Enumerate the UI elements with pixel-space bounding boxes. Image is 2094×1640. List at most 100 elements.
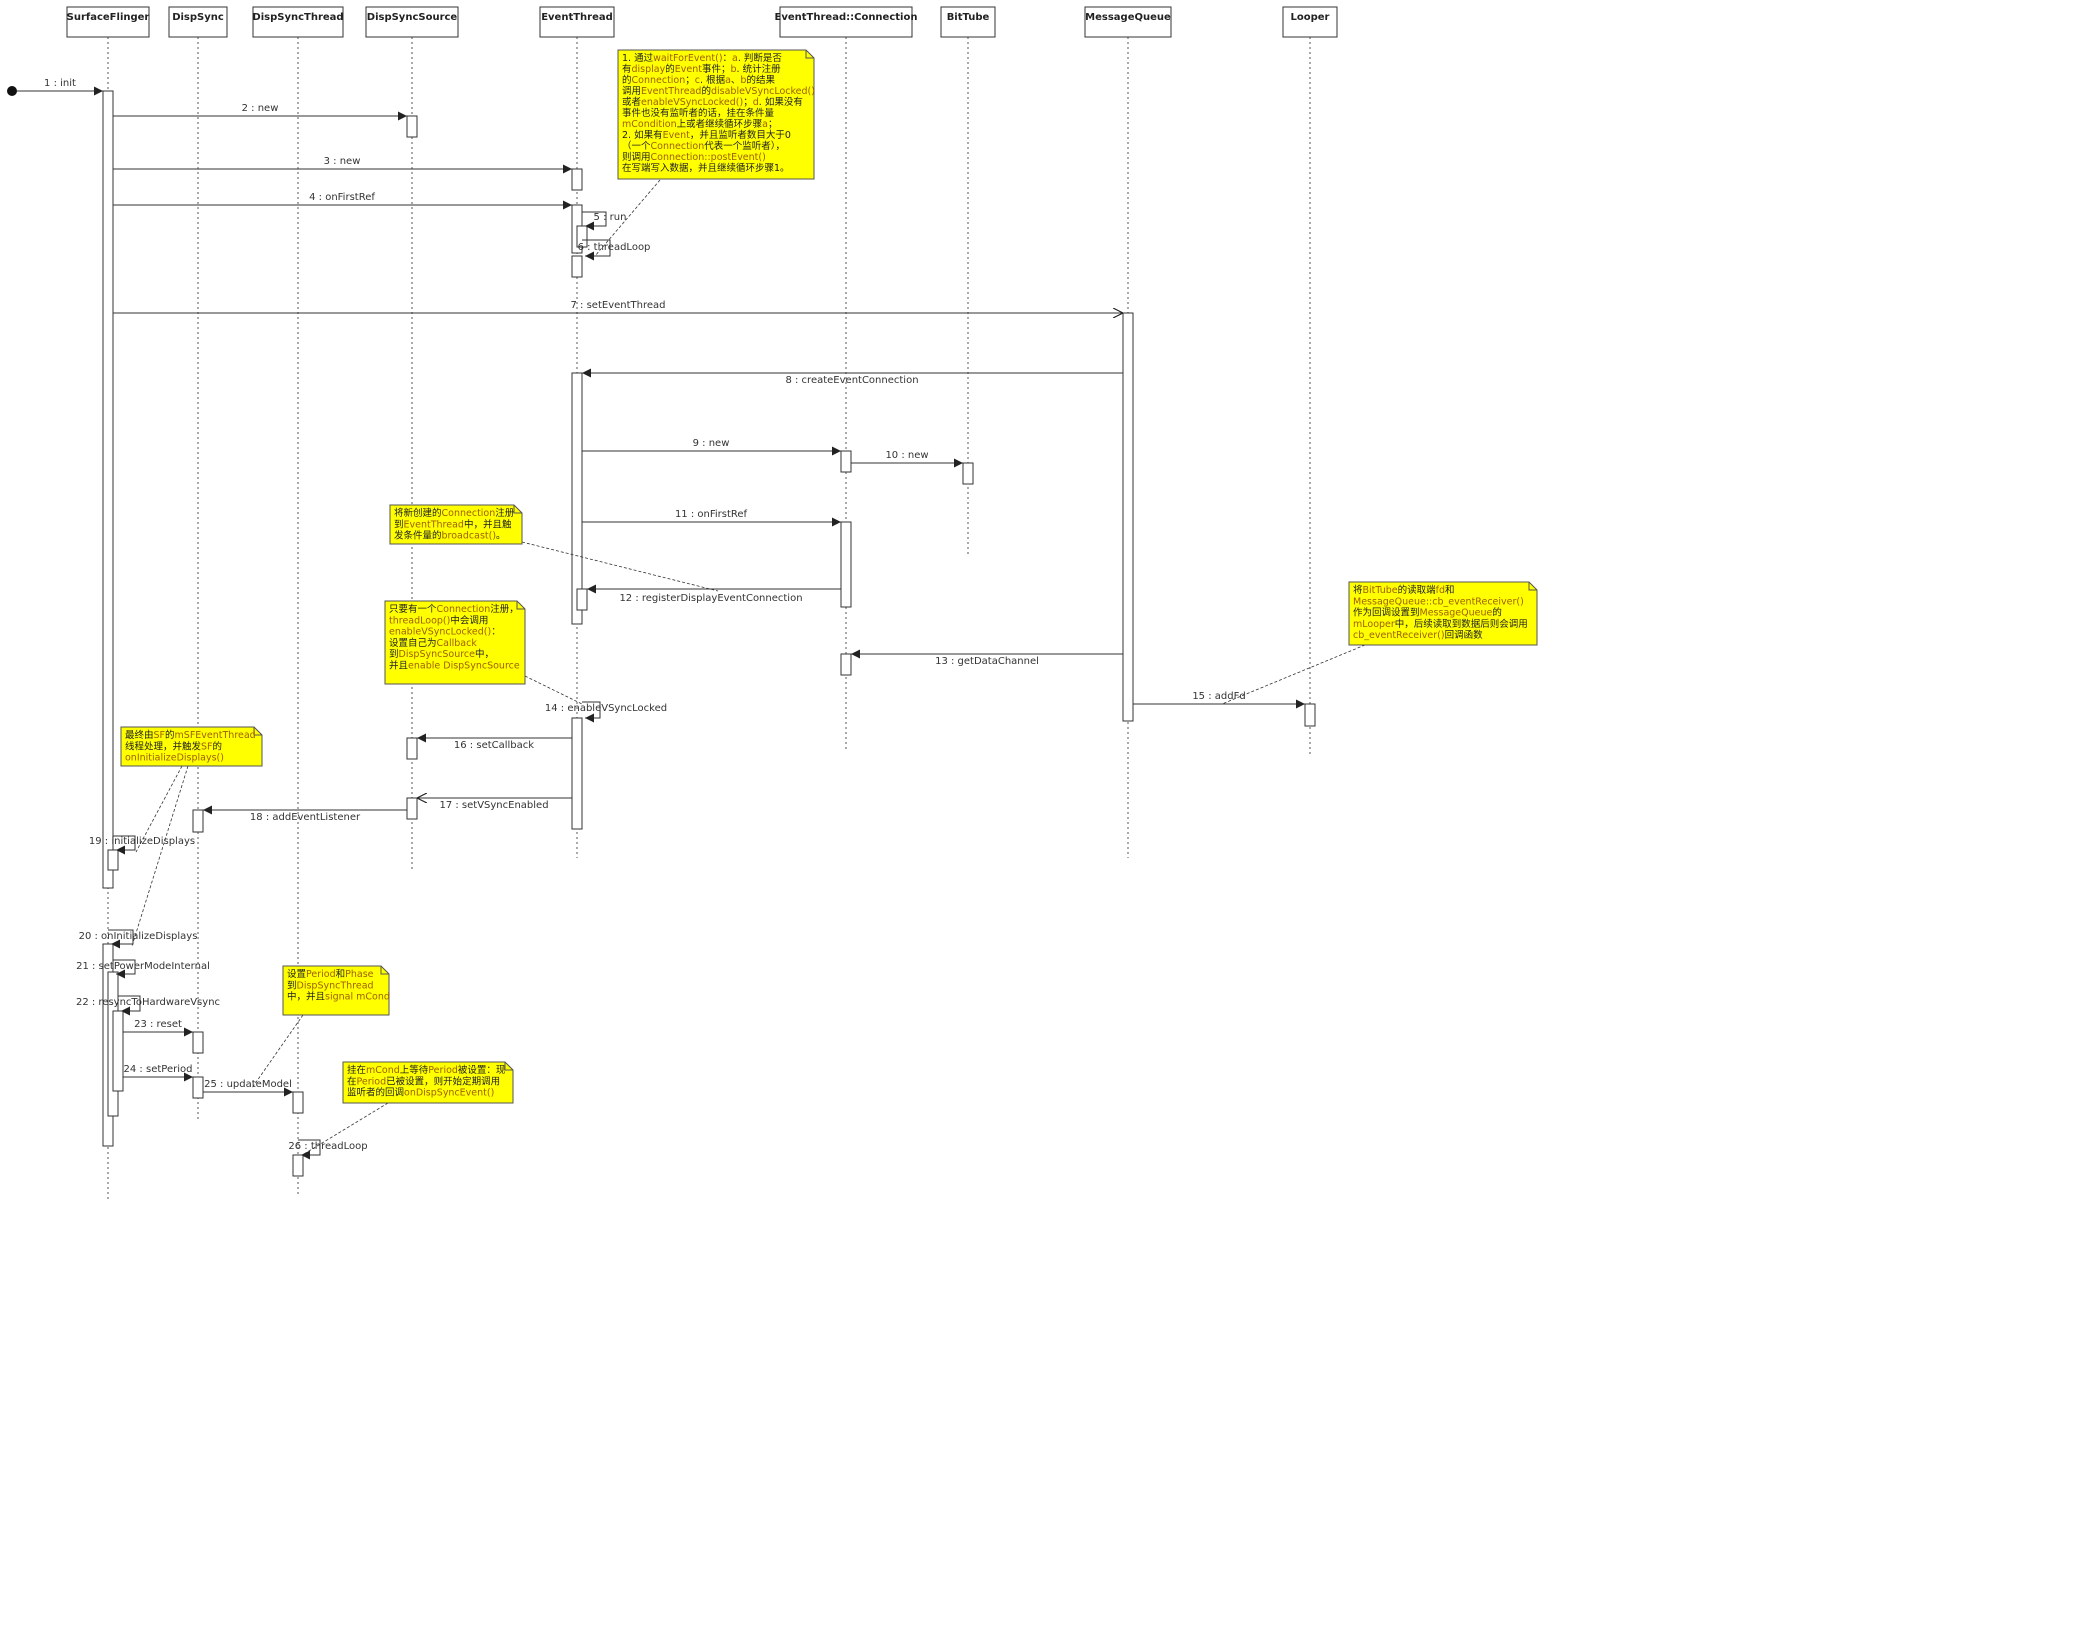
activation-bar <box>840 450 852 473</box>
note-box <box>342 1061 514 1104</box>
message-label-21: 21 : setPowerModeInternal <box>76 961 210 972</box>
note-fold <box>253 727 262 736</box>
note-line: 事件也没有监听者的话，挂在条件量 <box>622 107 775 119</box>
message-label-7: 7 : setEventThread <box>571 300 666 311</box>
message-arrow-5 <box>582 211 607 231</box>
note-fold <box>504 1062 513 1071</box>
activation-bar <box>406 115 418 138</box>
note-box <box>384 600 526 685</box>
activation-bar <box>571 168 583 191</box>
note-line: 的Connection；c. 根据a、b的结果 <box>622 74 775 86</box>
activation-bar <box>192 809 204 833</box>
note-box <box>120 726 263 767</box>
message-arrow-19 <box>113 835 136 855</box>
note-anchor-line <box>303 1102 389 1155</box>
initial-message-dot <box>7 86 17 96</box>
lifeline-header-dst <box>252 6 344 38</box>
activation-bar <box>576 588 588 611</box>
message-label-19: 19 : initializeDisplays <box>89 836 195 847</box>
message-label-20: 20 : onInitializeDisplays <box>79 931 198 942</box>
note-line: 到DispSyncThread <box>287 979 374 991</box>
note-line: enableVSyncLocked()： <box>389 627 501 638</box>
message-label-3: 3 : new <box>324 156 361 167</box>
note-box <box>389 504 523 545</box>
message-arrow-6 <box>582 239 611 261</box>
message-label-17: 17 : setVSyncEnabled <box>439 800 548 811</box>
lifeline-title-etc: EventThread::Connection <box>775 12 918 23</box>
message-label-4: 4 : onFirstRef <box>309 192 375 203</box>
note-fold <box>380 966 389 975</box>
note-line: 则调用Connection::postEvent() <box>622 151 766 163</box>
message-label-25: 25 : updateModel <box>204 1079 292 1090</box>
activation-bar <box>292 1091 304 1114</box>
message-arrow-14 <box>582 701 601 723</box>
message-label-14: 14 : enableVSyncLocked <box>545 703 667 714</box>
note-line: mCondition上或者继续循环步骤a； <box>622 118 777 130</box>
lifeline-title-dst: DispSyncThread <box>252 12 343 23</box>
lifeline-title-sf: SurfaceFlinger <box>67 12 150 23</box>
activation-bar <box>292 1154 304 1177</box>
note-line: 发条件量的broadcast()。 <box>394 530 506 542</box>
activation-bar <box>840 521 852 608</box>
note-anchor-line <box>251 1014 304 1089</box>
message-label-15: 15 : addFd <box>1192 691 1245 702</box>
lifeline-title-et: EventThread <box>541 12 613 23</box>
message-label-24: 24 : setPeriod <box>124 1064 193 1075</box>
note-fold <box>805 50 814 59</box>
lifeline-header-dss <box>365 6 459 38</box>
note-anchor-line <box>131 765 189 947</box>
lifeline-title-ds: DispSync <box>172 12 224 23</box>
lifeline-header-et <box>539 6 615 38</box>
message-label-26: 26 : threadLoop <box>288 1141 367 1152</box>
message-label-5: 5 : run <box>594 212 627 223</box>
note-line: 到DispSyncSource中， <box>389 648 494 660</box>
message-label-11: 11 : onFirstRef <box>675 509 748 520</box>
activation-bar <box>1122 312 1134 722</box>
note-fold <box>513 505 522 514</box>
note-addfd: 将BitTube的读取端fd和MessageQueue::cb_eventRec… <box>1348 581 1538 646</box>
note-line: 有display的Event事件；b. 统计注册 <box>622 63 781 75</box>
note-line: 在Period已被设置，则开始定期调用 <box>347 1075 500 1087</box>
note-line: 调用EventThread的disableVSyncLocked() <box>622 85 815 97</box>
activation-bar <box>571 717 583 830</box>
note-line: 中，并且signal mCond <box>287 991 390 1003</box>
note-line: MessageQueue::cb_eventReceiver() <box>1353 596 1524 607</box>
activation-bar <box>576 225 588 248</box>
note-box <box>1348 581 1538 646</box>
message-label-18: 18 : addEventListener <box>250 812 361 823</box>
note-anchor-line <box>135 765 183 853</box>
message-arrow-26 <box>298 1139 321 1160</box>
note-line: 1. 通过waitForEvent()：a. 判断是否 <box>622 52 782 64</box>
note-line: 2. 如果有Event，并且监听者数目大于0 <box>622 129 791 141</box>
message-arrow-20 <box>108 929 134 949</box>
note-box <box>617 49 815 180</box>
message-label-16: 16 : setCallback <box>454 740 534 751</box>
note-anchor-line <box>594 179 661 257</box>
note-line: 只要有一个Connection注册， <box>389 603 519 615</box>
note-line: 挂在mCond上等待Period被设置：现 <box>347 1064 506 1076</box>
message-arrow-22 <box>118 995 141 1016</box>
lifeline-header-ds <box>168 6 228 38</box>
activation-bar <box>571 372 583 625</box>
lifeline-title-lp: Looper <box>1291 12 1330 23</box>
lifeline-header-mq <box>1084 6 1172 38</box>
note-dst-loop: 挂在mCond上等待Period被设置：现在Period已被设置，则开始定期调用… <box>342 1061 514 1104</box>
note-line: 将BitTube的读取端fd和 <box>1353 584 1455 596</box>
activation-bar <box>962 462 974 485</box>
note-fold <box>1528 582 1537 591</box>
message-label-2: 2 : new <box>242 103 279 114</box>
note-line: threadLoop()中会调用 <box>389 614 488 626</box>
activation-bar <box>112 1010 124 1092</box>
lifeline-title-dss: DispSyncSource <box>367 12 458 23</box>
note-fold <box>516 601 525 610</box>
message-label-6: 6 : threadLoop <box>578 242 651 253</box>
note-line: 到EventThread中，并且触 <box>394 518 512 530</box>
note-anchor-line <box>524 675 583 705</box>
note-line: 监听者的回调onDispSyncEvent() <box>347 1087 494 1099</box>
note-line: mLooper中，后续读取到数据后则会调用 <box>1353 618 1528 630</box>
activation-bar <box>192 1076 204 1099</box>
note-line: 并且enable DispSyncSource <box>389 660 520 672</box>
note-line: 或者enableVSyncLocked()；d. 如果没有 <box>622 96 803 108</box>
note-line: 最终由SF的mSFEventThread <box>125 729 256 741</box>
note-init-displays: 最终由SF的mSFEventThread线程处理，并触发SF的onInitial… <box>120 726 263 767</box>
